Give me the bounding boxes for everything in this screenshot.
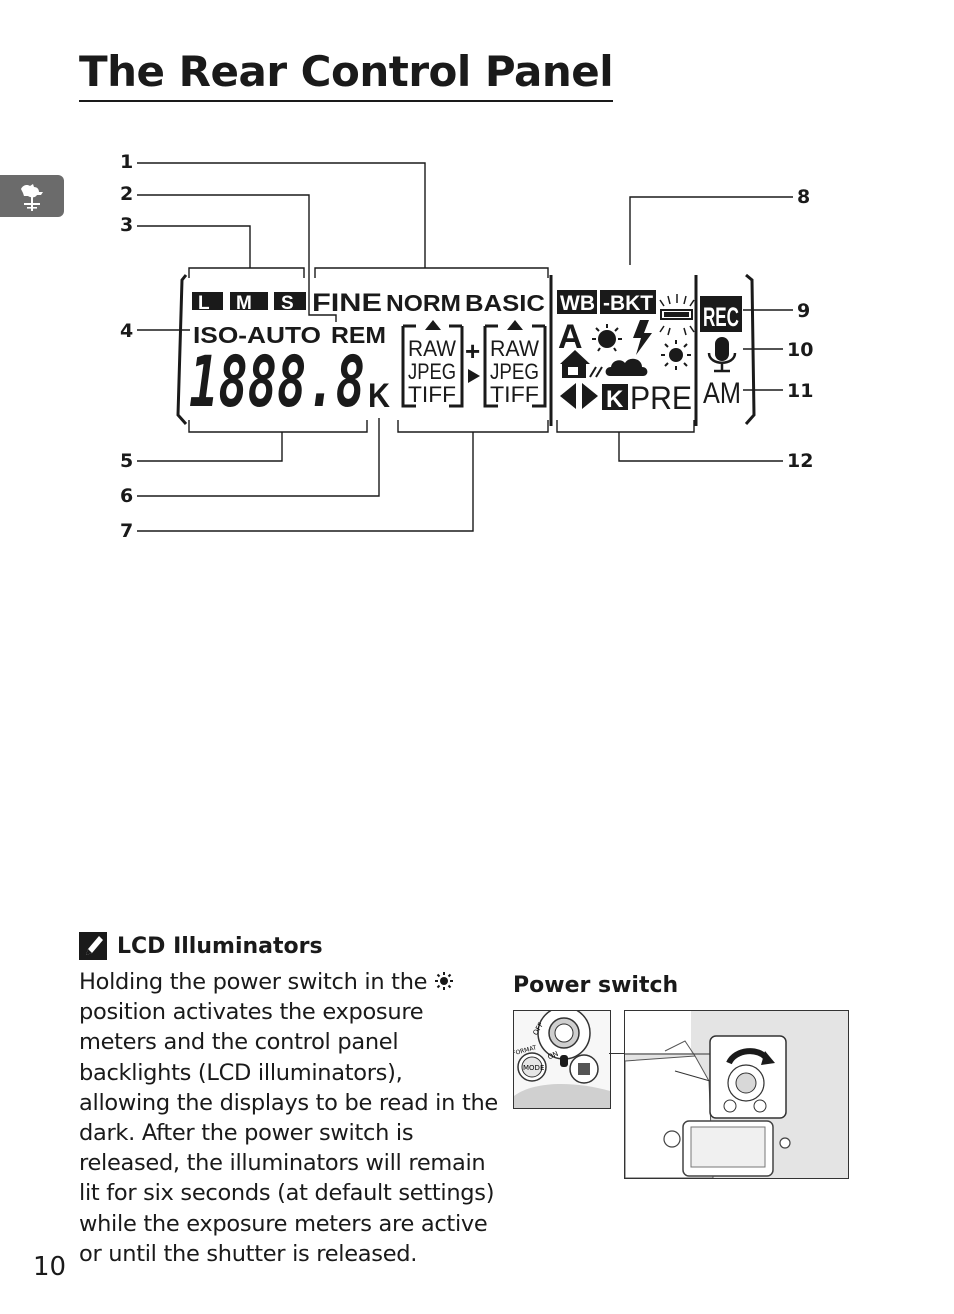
- callout-2: 2: [120, 183, 133, 205]
- format-left-tiff: TIFF: [408, 382, 456, 407]
- rear-control-panel-diagram: 1 2 3 4 5 6 7 8 9 10 11 12 L M: [120, 151, 813, 542]
- power-switch-label: Power switch: [513, 973, 679, 998]
- pre-indicator: PRE: [630, 380, 692, 416]
- shade-icon: [560, 350, 603, 378]
- illuminator-sun-icon: [435, 972, 454, 990]
- callout-4: 4: [120, 320, 133, 342]
- weathervane-icon: [21, 184, 43, 211]
- rem-indicator: REM: [331, 322, 386, 348]
- format-right-raw: RAW: [490, 336, 539, 361]
- callout-12: 12: [787, 450, 813, 472]
- wb-fine-tune-arrows-icon: [560, 383, 598, 409]
- note-header: LCD Illuminators: [79, 932, 323, 960]
- flash-icon: [633, 320, 652, 355]
- size-l: L: [198, 293, 210, 314]
- callout-9: 9: [797, 300, 810, 322]
- microphone-icon: [707, 337, 737, 373]
- incandescent-icon: [592, 324, 622, 352]
- iso-auto-indicator: ISO-AUTO: [193, 322, 321, 348]
- callout-connector: [609, 1053, 624, 1054]
- switch-label-on: ON: [546, 1050, 559, 1062]
- pencil-note-icon: [79, 932, 107, 960]
- format-right-tiff: TIFF: [490, 382, 539, 407]
- digit-display: 1888.8: [189, 341, 365, 423]
- bkt-indicator: -BKT: [603, 292, 653, 315]
- callout-1: 1: [120, 151, 133, 173]
- callout-6: 6: [120, 485, 133, 507]
- quality-norm: NORM: [386, 290, 461, 316]
- page-number: 10: [33, 1252, 67, 1282]
- format-right-jpeg: JPEG: [490, 359, 539, 384]
- wb-auto-indicator: A: [558, 318, 583, 356]
- power-switch-closeup: OFF ON FORMAT MODE: [513, 1010, 611, 1109]
- note-title: LCD Illuminators: [117, 933, 323, 959]
- cloudy-icon: [605, 358, 648, 376]
- rec-indicator: REC: [703, 302, 739, 332]
- battery-indicator-icon: [659, 294, 695, 336]
- am-indicator: AM: [703, 377, 741, 410]
- quality-fine: FINE: [312, 289, 382, 317]
- format-arrow-icon: [468, 369, 480, 383]
- lcd-outline: [176, 273, 756, 425]
- k-indicator: K: [368, 377, 390, 415]
- callout-5: 5: [120, 450, 133, 472]
- callout-7: 7: [120, 520, 133, 542]
- image-size-indicators: L M S: [192, 292, 306, 314]
- fluorescent-sun-icon: [661, 340, 691, 370]
- note-body: Holding the power switch in the position…: [79, 967, 499, 1269]
- callout-10: 10: [787, 339, 813, 361]
- note-body-end: position activates the exposure meters a…: [79, 999, 498, 1267]
- section-brackets: [188, 267, 695, 433]
- format-left: RAW JPEG TIFF: [401, 320, 464, 408]
- camera-rear-photo: [624, 1010, 849, 1179]
- wb-indicator: WB: [560, 292, 595, 315]
- section-tab: [0, 175, 64, 217]
- size-s: S: [281, 293, 294, 314]
- wb-k-indicator: K: [606, 386, 624, 413]
- format-plus: +: [465, 336, 480, 366]
- callout-8: 8: [797, 186, 810, 208]
- page-title: The Rear Control Panel: [79, 46, 614, 102]
- note-body-start: Holding the power switch in the: [79, 969, 435, 995]
- format-left-raw: RAW: [408, 336, 456, 361]
- callout-3: 3: [120, 214, 133, 236]
- switch-label-mode: MODE: [523, 1064, 544, 1072]
- format-right: RAW JPEG TIFF: [483, 320, 547, 408]
- quality-basic: BASIC: [465, 290, 545, 316]
- size-m: M: [236, 293, 252, 314]
- format-left-jpeg: JPEG: [408, 359, 456, 384]
- callout-11: 11: [787, 380, 813, 402]
